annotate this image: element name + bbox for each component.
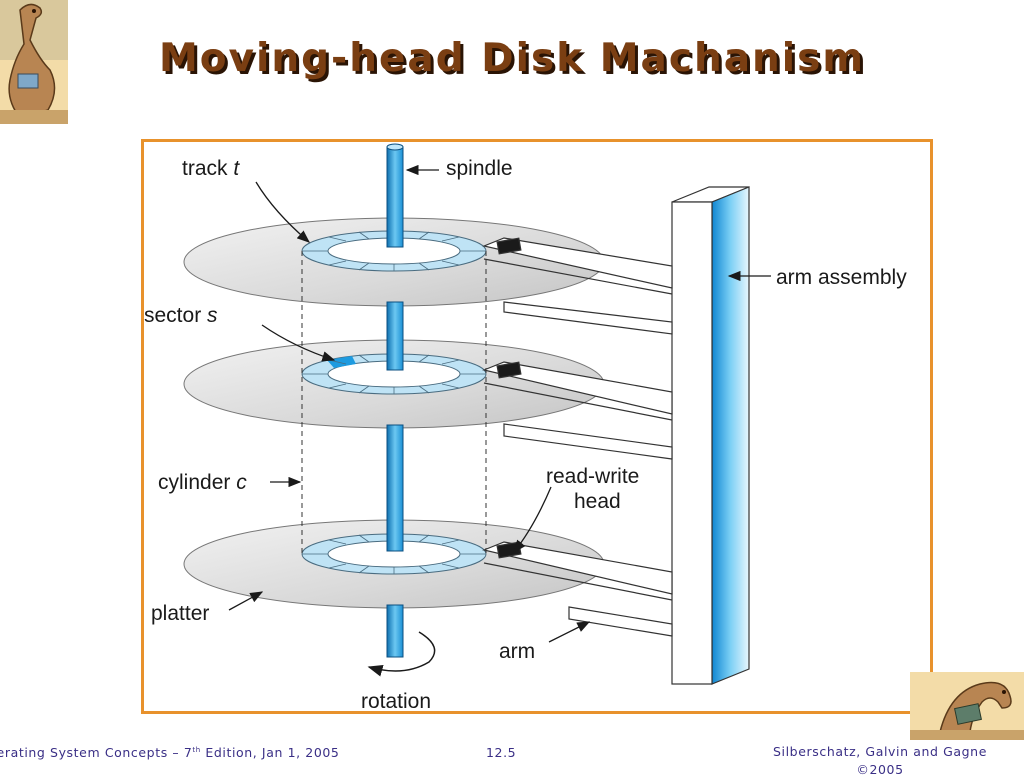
spindle [386, 143, 404, 658]
label-sector-var: s [207, 304, 218, 327]
label-cylinder: cylinder [158, 471, 230, 494]
dinosaur-logo-icon [0, 0, 68, 124]
label-platter: platter [151, 602, 209, 625]
label-rotation: rotation [361, 690, 431, 711]
svg-text:cylinder c: cylinder c [158, 471, 247, 494]
label-track-var: t [233, 157, 240, 180]
arm-top [481, 237, 673, 335]
rotation-arrow-icon [367, 631, 436, 677]
dinosaur-laptop-icon [910, 672, 1024, 740]
label-track: track [182, 157, 228, 180]
cylinder-dashed-lines [301, 251, 487, 554]
disk-mechanism-figure: track t spindle arm assembly sector s cy… [141, 139, 933, 714]
label-head: head [574, 490, 621, 513]
arm-bottom [482, 541, 673, 637]
footer-page-number: 12.5 [486, 745, 517, 760]
label-arm: arm [499, 640, 535, 663]
svg-text:sector s: sector s [144, 304, 218, 327]
arm-middle [482, 361, 673, 460]
label-cylinder-var: c [236, 471, 247, 494]
label-spindle: spindle [446, 157, 513, 180]
label-read-write: read-write [546, 465, 639, 488]
label-arm-assembly: arm assembly [776, 266, 907, 289]
svg-text:track t: track t [182, 157, 240, 180]
arm-assembly-column [671, 186, 750, 685]
leader-arrows [228, 164, 771, 643]
footer-book-title: perating System Concepts – 7th Edition, … [0, 745, 340, 760]
label-sector: sector [144, 304, 201, 327]
slide-title: Moving-head Disk Machanism [158, 36, 866, 81]
disk-diagram: track t spindle arm assembly sector s cy… [144, 143, 907, 711]
footer-authors: Silberschatz, Galvin and Gagne ©2005 [773, 744, 987, 777]
